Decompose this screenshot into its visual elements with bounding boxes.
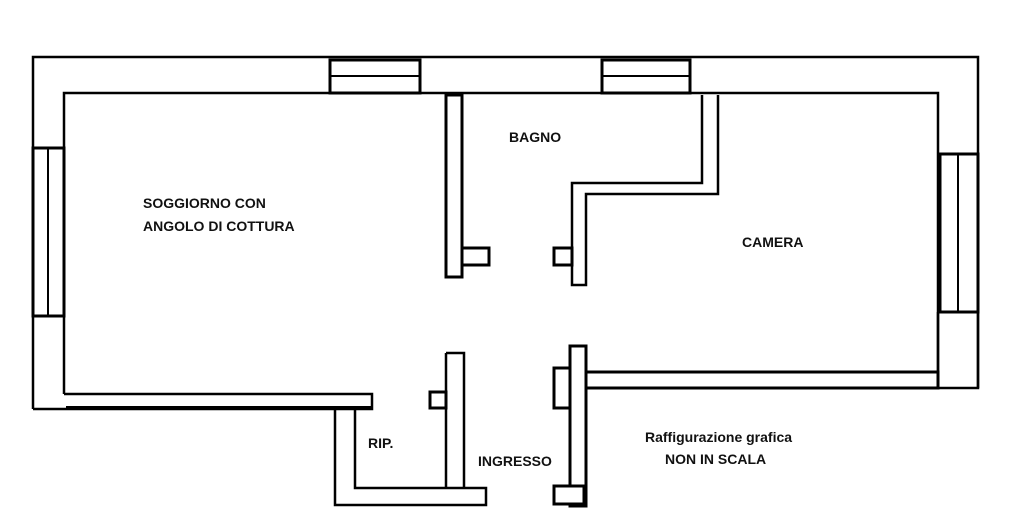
entrance-wall-right bbox=[568, 344, 588, 508]
room-label-living-line2: ANGOLO DI COTTURA bbox=[143, 218, 295, 234]
bedroom-bottom-wall bbox=[584, 370, 940, 390]
outer-walls bbox=[31, 55, 980, 411]
bath-jamb-right bbox=[552, 246, 574, 267]
note-line-2: NON IN SCALA bbox=[665, 451, 766, 467]
entrance-jamb-lower bbox=[552, 484, 586, 506]
entrance-jamb-upper bbox=[552, 366, 572, 410]
room-label-bedroom: CAMERA bbox=[742, 234, 803, 250]
room-label-entrance: INGRESSO bbox=[478, 453, 552, 469]
door-jamb-storage bbox=[428, 390, 448, 410]
bath-jamb-left bbox=[460, 246, 491, 267]
room-label-storage: RIP. bbox=[368, 435, 393, 451]
bedroom-walls bbox=[552, 344, 940, 508]
note-line-1: Raffigurazione grafica bbox=[645, 429, 792, 445]
bath-wall-left bbox=[444, 93, 464, 279]
room-label-living: SOGGIORNO CON bbox=[143, 195, 266, 211]
bathroom-walls bbox=[444, 93, 720, 287]
storage-walls bbox=[333, 351, 488, 507]
room-label-bathroom: BAGNO bbox=[509, 129, 561, 145]
